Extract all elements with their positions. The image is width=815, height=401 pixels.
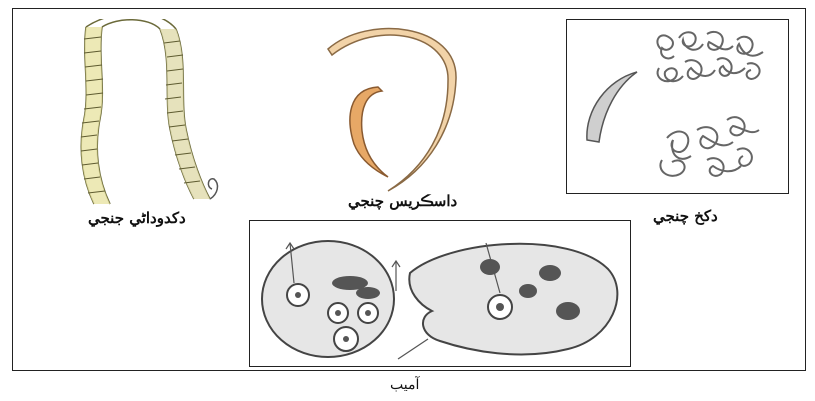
ascaris-label: داسڪريس چنجي [348, 192, 457, 210]
hookworm-label: دکخ چنجي [653, 207, 718, 225]
figure-frame: دکدوداڻي جنجي داسڪريس چنجي [12, 8, 806, 371]
amoeba-caption: آميب [390, 377, 419, 393]
ascaris-illustration [308, 19, 488, 194]
tapeworm-illustration [68, 19, 238, 209]
tapeworm-label: دکدوداڻي جنجي [88, 209, 186, 227]
hookworm-illustration [566, 19, 789, 194]
amoeba-illustration [249, 220, 631, 367]
